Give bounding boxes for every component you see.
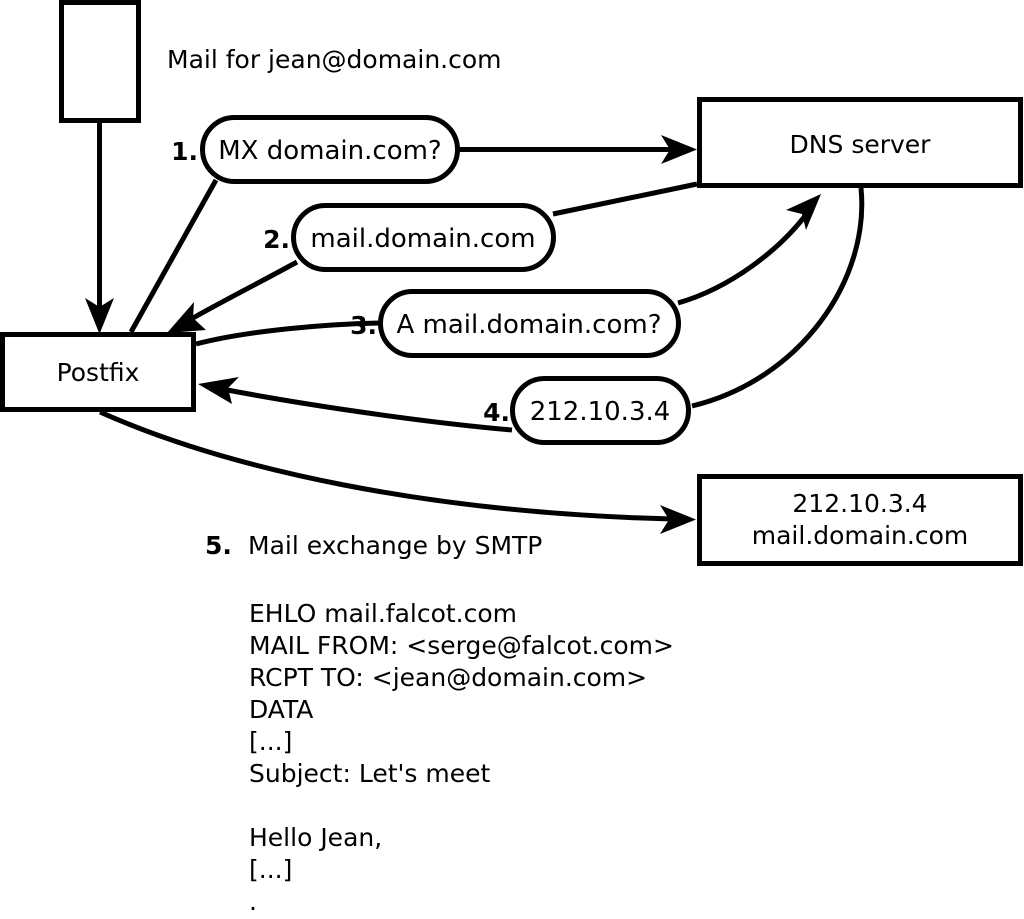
node-mail-host-hostname: mail.domain.com [752, 521, 968, 550]
node-mail-host-ip: 212.10.3.4 [792, 489, 927, 518]
connector-step1-to-dns [458, 135, 697, 164]
smtp-transcript: EHLO mail.falcot.com MAIL FROM: <serge@f… [249, 599, 674, 916]
step-bubble-4-label: 212.10.3.4 [530, 397, 671, 427]
smtp-line: MAIL FROM: <serge@falcot.com> [249, 631, 674, 660]
connector-step2-to-postfix [167, 259, 299, 333]
smtp-line: DATA [249, 695, 313, 724]
smtp-line: Hello Jean, [249, 823, 382, 852]
connector-step4-to-postfix [198, 377, 513, 433]
node-dns-server-label: DNS server [790, 130, 932, 159]
node-postfix[interactable]: Postfix [0, 332, 196, 412]
node-sender[interactable] [59, 0, 141, 123]
smtp-line: [...] [249, 727, 292, 756]
caption-mail-for: Mail for jean@domain.com [167, 45, 502, 74]
connector-postfix-to-step3 [195, 320, 381, 347]
step-number-4: 4. [483, 398, 510, 427]
step-bubble-1[interactable]: MX domain.com? [200, 115, 460, 184]
step-bubble-2-label: mail.domain.com [310, 224, 535, 254]
smtp-line: [...] [249, 855, 292, 884]
smtp-line: EHLO mail.falcot.com [249, 599, 517, 628]
step-number-2: 2. [263, 225, 290, 254]
step-bubble-3[interactable]: A mail.domain.com? [378, 289, 681, 358]
step-number-3: 3. [350, 311, 377, 340]
step-number-5: 5. [205, 531, 232, 560]
connector-postfix-to-mailhost [98, 409, 696, 534]
step-bubble-3-label: A mail.domain.com? [397, 310, 662, 340]
step-bubble-2[interactable]: mail.domain.com [291, 203, 556, 272]
step-bubble-1-label: MX domain.com? [218, 136, 441, 166]
connector-step3-to-dns [677, 194, 821, 306]
node-dns-server[interactable]: DNS server [697, 97, 1023, 188]
smtp-line: RCPT TO: <jean@domain.com> [249, 663, 647, 692]
node-mail-host[interactable]: 212.10.3.4 mail.domain.com [697, 474, 1023, 566]
connector-dns-to-step4 [691, 187, 865, 409]
connector-dns-to-step2 [552, 181, 698, 217]
smtp-line: Subject: Let's meet [249, 759, 490, 788]
step-number-1: 1. [171, 137, 198, 166]
connector-sender-to-postfix [85, 123, 114, 334]
connector-postfix-to-step1 [128, 178, 219, 334]
step-bubble-4[interactable]: 212.10.3.4 [510, 376, 691, 445]
smtp-line: . [249, 887, 257, 916]
step-5-label: Mail exchange by SMTP [248, 531, 542, 560]
node-postfix-label: Postfix [57, 358, 140, 387]
